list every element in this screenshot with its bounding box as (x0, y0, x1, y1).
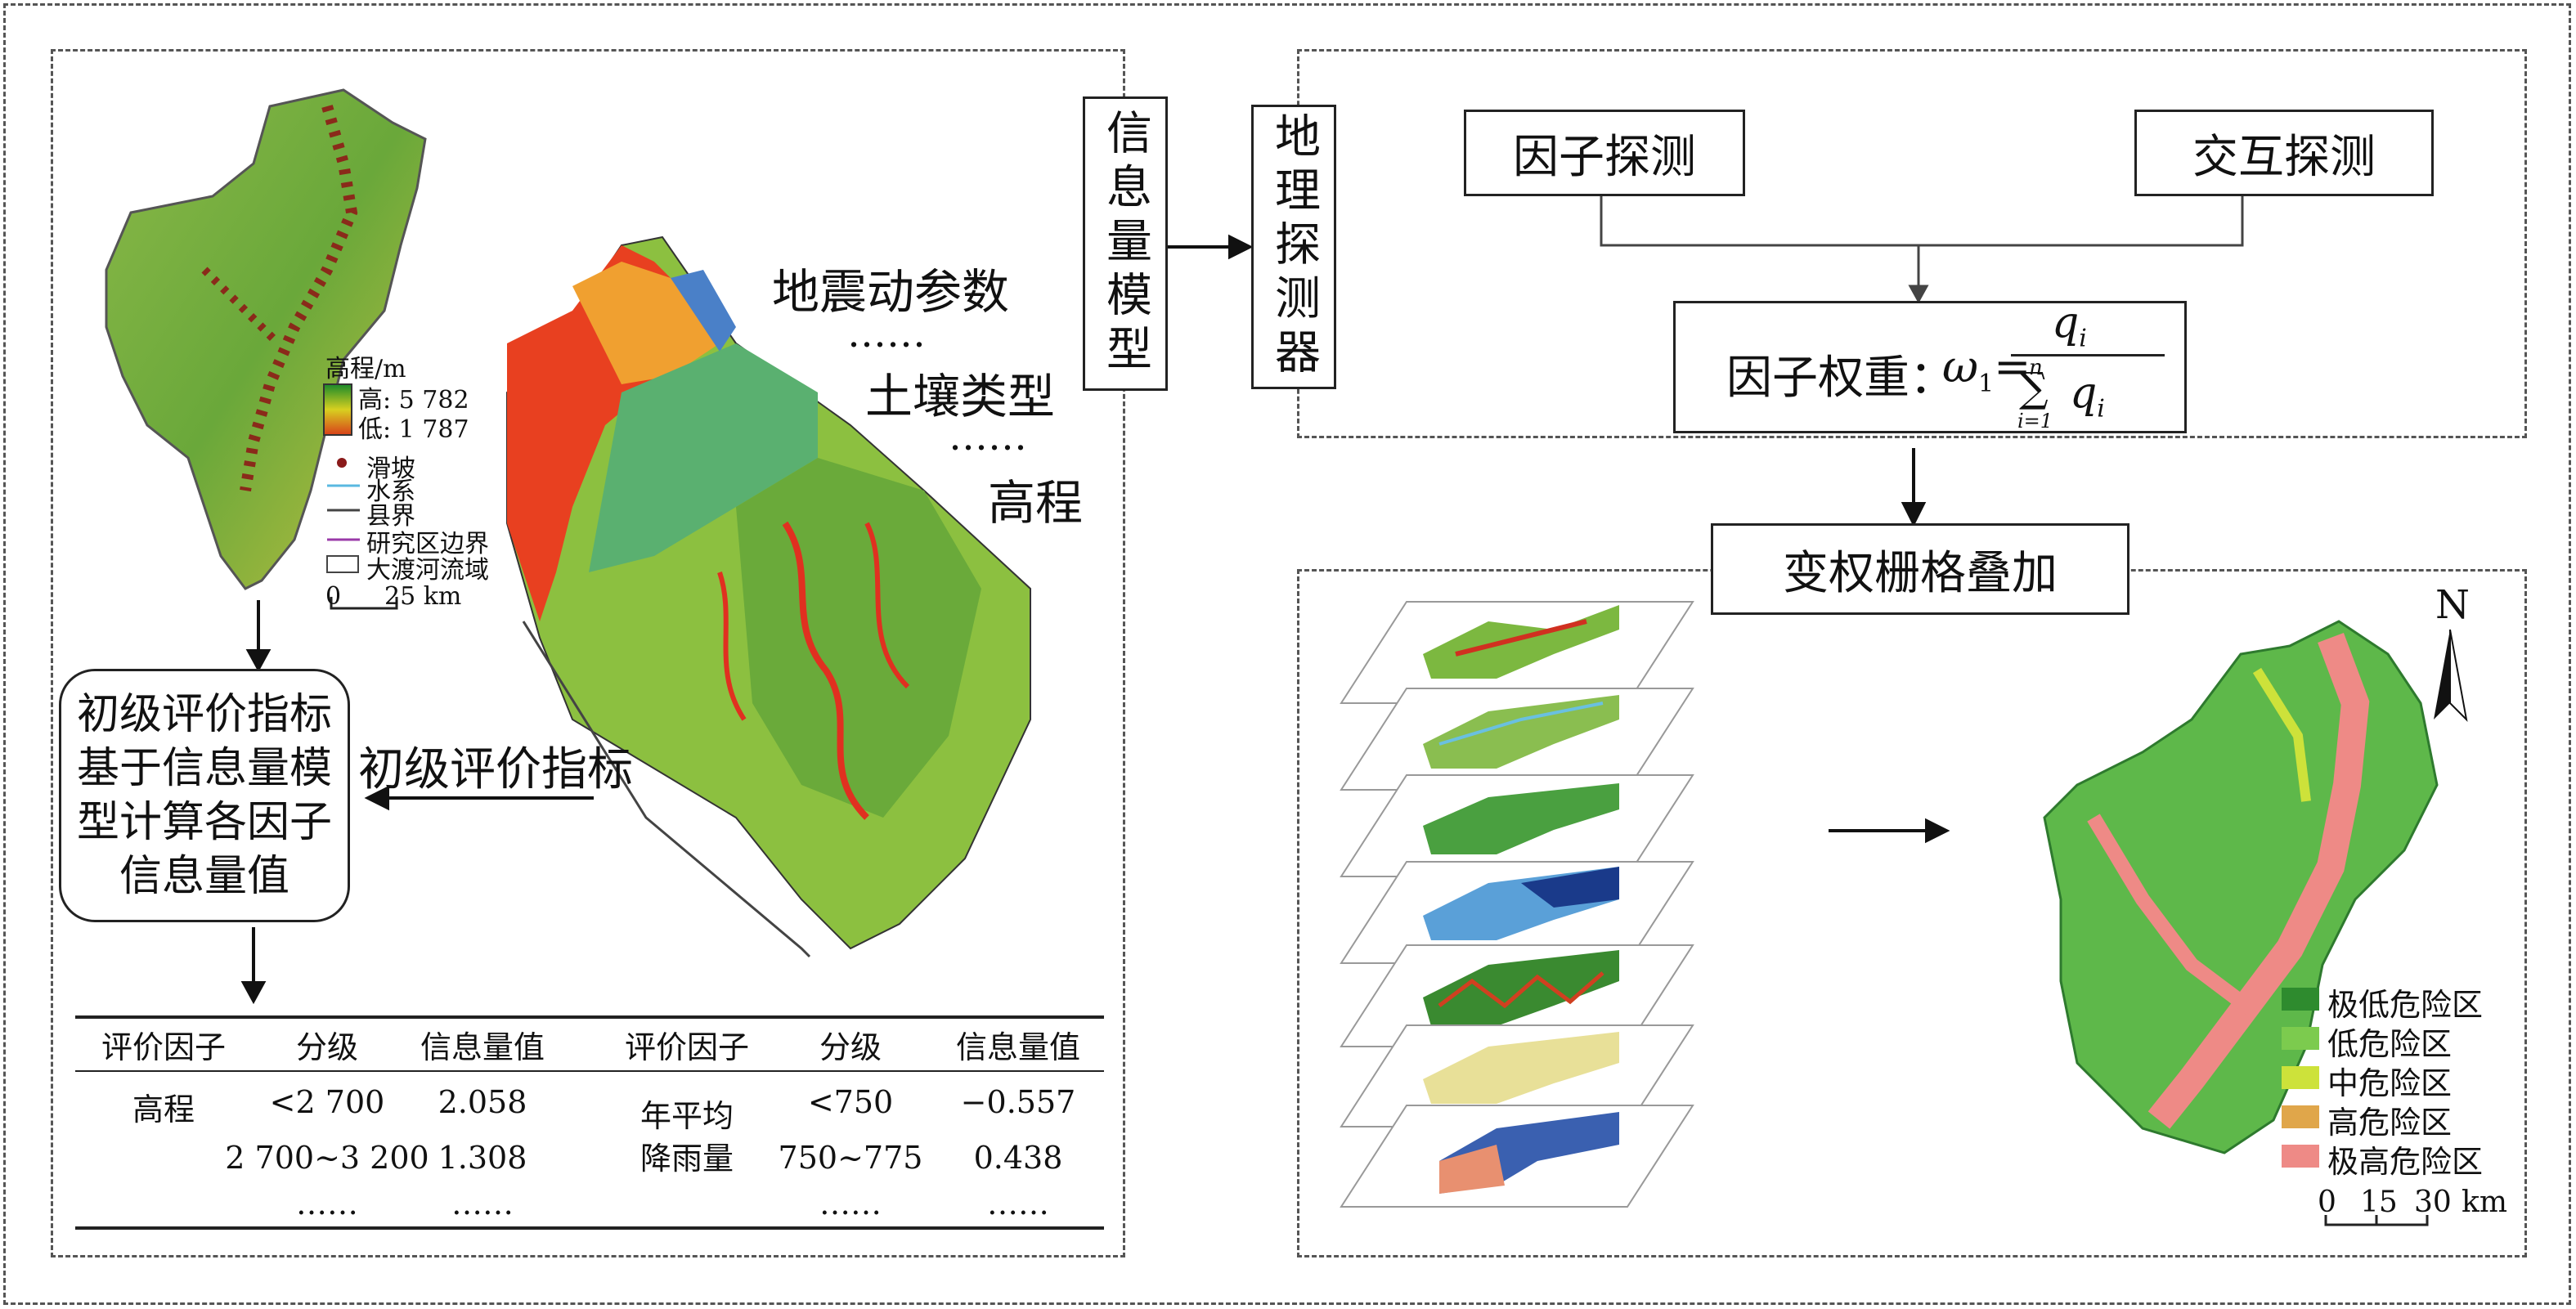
north-arrow-right (2449, 629, 2468, 722)
table-cell-r2c2: 2 700~3 200 (225, 1140, 429, 1176)
numerator-symbol: q (2052, 298, 2080, 347)
left-panel-frame (51, 49, 1125, 1257)
factor-weight-box: 因子权重： ω1= qi n ∑ i=1 qi (1673, 298, 2187, 433)
rounded-index-box: 初级评价指标 基于信息量模 型计算各因子 信息量值 (59, 669, 350, 922)
risk-swatch-low (2282, 1027, 2319, 1050)
elevation-map (105, 88, 427, 590)
weight-prefix: 因子权重： (1726, 352, 1955, 405)
left-arrows (240, 234, 1950, 1005)
landslide-symbol (337, 458, 347, 468)
rounded-box-line-4: 信息量值 (119, 852, 289, 901)
risk-label-very-low: 极低危险区 (2327, 987, 2484, 1023)
hazard-scale-30: 30 (2414, 1186, 2452, 1219)
risk-label-medium: 中危险区 (2327, 1065, 2453, 1101)
detector-connectors (1600, 196, 2244, 304)
rounded-box-line-1: 初级评价指标 (76, 690, 332, 739)
factor-label-elevation: 高程 (988, 475, 1084, 531)
table-cell-r2c5: 750~775 (778, 1140, 923, 1176)
weight-lhs: ω1= (1942, 341, 2031, 398)
fraction-bar (2011, 354, 2165, 356)
hazard-scale-0: 0 (2318, 1186, 2336, 1219)
left-scale-value: 25 km (384, 582, 462, 611)
factor-label-ellipsis-1: …… (847, 311, 926, 356)
hazard-scale-unit: km (2462, 1186, 2507, 1219)
denominator-symbol: q (2070, 369, 2098, 418)
risk-swatch-medium (2282, 1066, 2319, 1089)
table-cell-r2c3: 1.308 (438, 1140, 527, 1176)
table-cell-r2c6: 0.438 (973, 1140, 1063, 1176)
table-cell-r1c1: 高程 (132, 1092, 195, 1127)
table-cell-r3c6: …… (987, 1186, 1049, 1222)
table-cell-r2c4: 降雨量 (640, 1141, 734, 1177)
weight-eq: = (1994, 341, 2031, 392)
table-rules (75, 1015, 1104, 1230)
table-cell-r3c3: …… (451, 1186, 514, 1222)
table-header-class-1: 分级 (295, 1029, 358, 1065)
risk-label-low: 低危险区 (2327, 1026, 2453, 1062)
info-model-box: 信息量模型 (1083, 96, 1168, 391)
left-scale-zero: 0 (325, 582, 342, 611)
factor-label-ellipsis-2: …… (949, 414, 1027, 459)
basin-symbol (326, 555, 359, 573)
raster-layer-stack (1340, 601, 1694, 1208)
table-cell-r1c4: 年平均 (640, 1098, 734, 1134)
numerator-sub: i (2079, 324, 2087, 353)
table-header-factor-1: 评价因子 (101, 1029, 226, 1065)
arrow-label-primary-index: 初级评价指标 (358, 743, 633, 796)
factor-detection-box: 因子探测 (1464, 110, 1745, 196)
sum-symbol: ∑ (2019, 364, 2049, 411)
table-cell-r3c5: …… (819, 1186, 882, 1222)
elevation-high-label: 高: 5 782 (358, 386, 469, 415)
rounded-box-line-3: 型计算各因子 (76, 798, 332, 847)
risk-swatch-very-high (2282, 1145, 2319, 1168)
legend-item-study-boundary: 研究区边界 (366, 530, 489, 558)
legend-item-river: 水系 (366, 477, 415, 506)
weight-numerator: qi (2052, 298, 2087, 352)
hazard-map (2043, 620, 2439, 1154)
table-cell-r3c2: …… (296, 1186, 358, 1222)
sum-top: n (2029, 356, 2043, 380)
elevation-legend-title: 高程/m (325, 355, 406, 383)
weight-denominator: qi (2070, 369, 2105, 423)
table-header-factor-2: 评价因子 (624, 1029, 749, 1065)
hazard-scale-15: 15 (2360, 1186, 2398, 1219)
table-header-value-2: 信息量值 (955, 1029, 1080, 1065)
risk-label-high: 高危险区 (2327, 1105, 2453, 1141)
factor-label-seismic: 地震动参数 (772, 264, 1010, 320)
risk-label-very-high: 极高危险区 (2327, 1144, 2484, 1180)
table-header-class-2: 分级 (819, 1029, 882, 1065)
table-cell-r1c3: 2.058 (438, 1084, 527, 1120)
overlay-box: 变权栅格叠加 (1711, 523, 2129, 615)
elevation-gradient-swatch (323, 383, 352, 436)
north-label: N (2435, 582, 2470, 628)
legend-item-county: 县界 (366, 502, 415, 531)
weight-lhs-sub: 1 (1978, 369, 1995, 398)
sum-bottom: i=1 (2017, 410, 2053, 433)
denominator-sub: i (2097, 394, 2105, 424)
interaction-detection-box: 交互探测 (2134, 110, 2434, 196)
left-scale-bar (330, 597, 398, 610)
legend-item-basin: 大渡河流域 (366, 556, 489, 585)
elevation-low-label: 低: 1 787 (358, 415, 469, 444)
factor-label-soil: 土壤类型 (865, 369, 1056, 424)
table-cell-r1c5: <750 (807, 1084, 894, 1120)
table-cell-r1c6: −0.557 (960, 1084, 1076, 1120)
table-header-value-1: 信息量值 (420, 1029, 545, 1065)
table-cell-r1c2: <2 700 (269, 1084, 385, 1120)
geo-detector-box: 地理探测器 (1251, 105, 1336, 389)
stack-bracket (522, 621, 811, 958)
rounded-box-line-2: 基于信息量模 (76, 744, 332, 793)
outer-frame (3, 3, 2571, 1305)
north-arrow-left (2434, 630, 2450, 720)
legend-item-landslide: 滑坡 (366, 455, 415, 483)
risk-swatch-high (2282, 1105, 2319, 1128)
factor-layer-stack (506, 235, 1031, 950)
risk-swatch-very-low (2282, 988, 2319, 1011)
weight-lhs-symbol: ω (1942, 341, 1979, 392)
